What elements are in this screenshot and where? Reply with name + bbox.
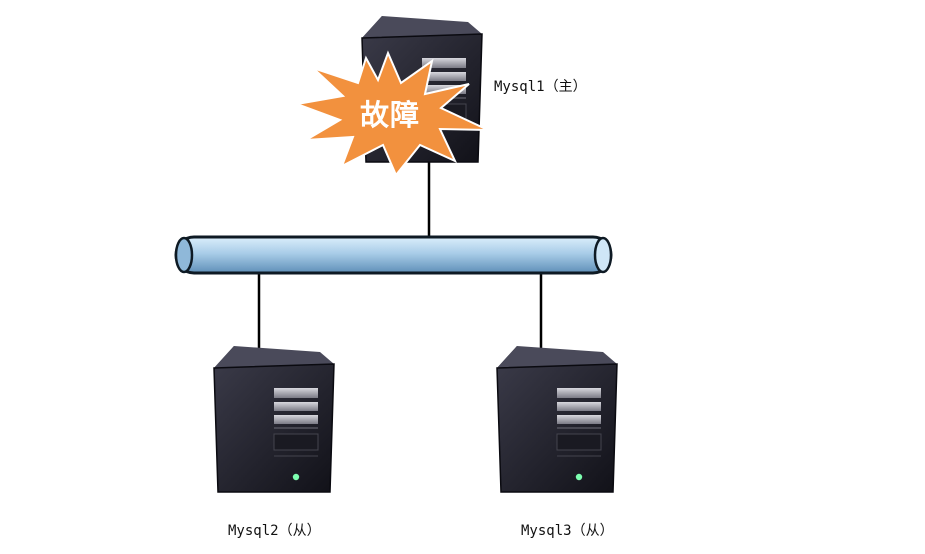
server-icon-mysql2 (213, 345, 335, 493)
server-label-mysql1: Mysql1（主） (494, 79, 587, 95)
server-icon-mysql3 (496, 345, 618, 493)
server-label-mysql2: Mysql2（从） (228, 523, 321, 539)
network-bus (174, 235, 613, 275)
server-label-mysql3: Mysql3（从） (521, 523, 614, 539)
fault-label: 故障 (359, 98, 420, 132)
fault-starburst-icon (293, 50, 489, 177)
